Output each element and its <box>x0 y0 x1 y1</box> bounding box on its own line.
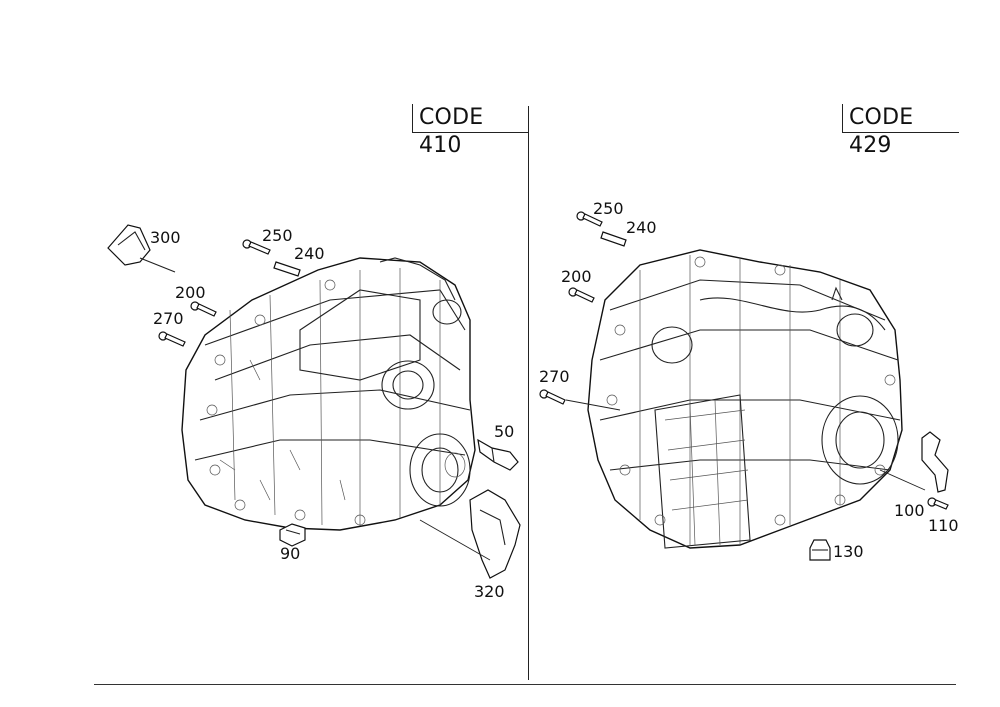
callout-50: 50 <box>494 422 515 441</box>
part-50-sensor <box>477 438 519 471</box>
callout-270: 270 <box>153 309 184 328</box>
callout-240: 240 <box>294 244 325 263</box>
callout-200: 200 <box>175 283 206 302</box>
transmission-housing-410 <box>181 257 476 531</box>
part-240-pin <box>273 261 301 277</box>
part-100-bracket <box>879 431 949 493</box>
part-250-bolt-r <box>576 211 603 227</box>
callout-250-right: 250 <box>593 199 624 218</box>
part-250-bolt <box>242 239 271 255</box>
callout-270-right: 270 <box>539 367 570 386</box>
part-200-bolt <box>190 301 217 317</box>
callout-100: 100 <box>894 501 925 520</box>
callout-240-right: 240 <box>626 218 657 237</box>
part-240-pin-r <box>600 231 627 247</box>
part-110-bolt <box>927 497 949 510</box>
footer-rule <box>94 684 956 685</box>
callout-320: 320 <box>474 582 505 601</box>
callout-130: 130 <box>833 542 864 561</box>
part-300-bracket <box>107 224 176 273</box>
part-130-plug <box>809 539 831 561</box>
part-320-switch <box>419 489 521 579</box>
code-label-right: CODE 429 <box>842 104 959 158</box>
panel-divider <box>528 106 529 680</box>
callout-250: 250 <box>262 226 293 245</box>
part-90-clip <box>279 523 306 547</box>
part-200-bolt-r <box>568 287 595 303</box>
callout-200-right: 200 <box>561 267 592 286</box>
part-270-bolt <box>158 331 186 347</box>
callout-110: 110 <box>928 516 959 535</box>
code-label-left: CODE 410 <box>412 104 529 158</box>
callout-90: 90 <box>280 544 301 563</box>
callout-300: 300 <box>150 228 181 247</box>
transmission-housing-429 <box>587 249 903 549</box>
part-270-bolt-r <box>539 389 621 411</box>
